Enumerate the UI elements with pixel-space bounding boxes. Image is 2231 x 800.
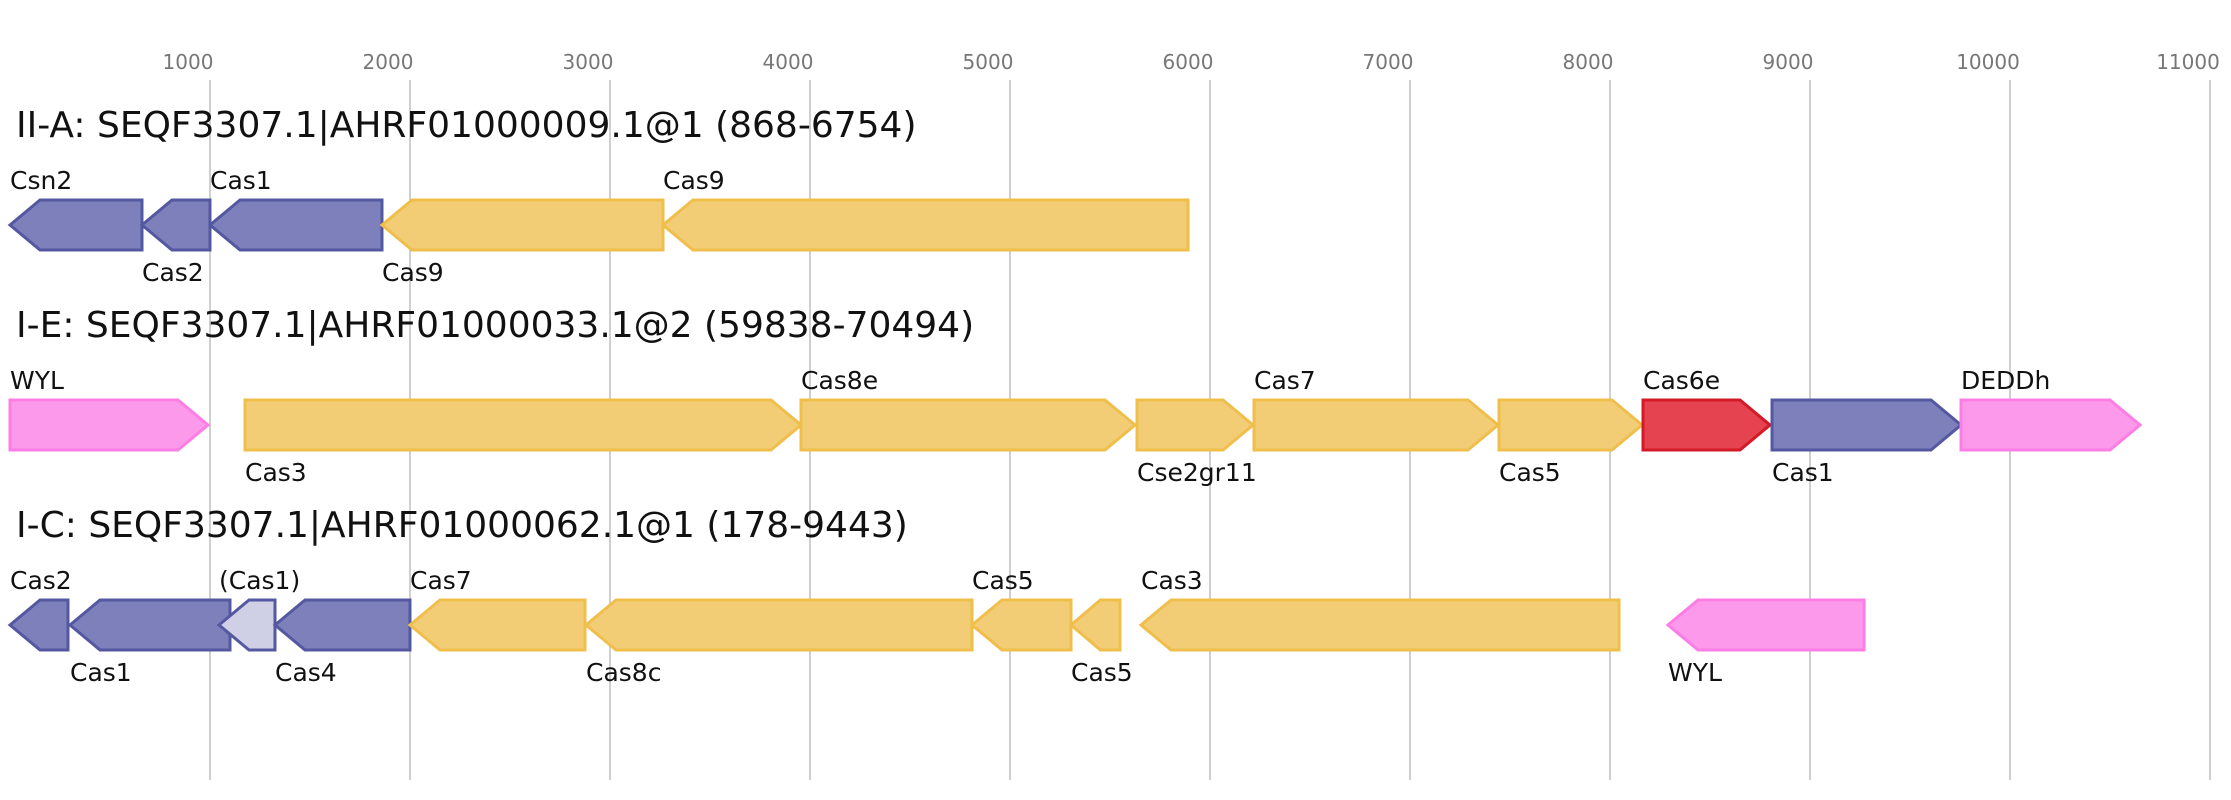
gene-label: Cas6e — [1643, 366, 1720, 395]
tick-label: 11000 — [2156, 50, 2220, 74]
gene-arrow — [379, 198, 665, 252]
gene-arrow-group: Cas9 — [660, 166, 1190, 252]
gene-label: Cas5 — [972, 566, 1034, 595]
gene-arrow — [67, 598, 232, 652]
gene-label: Cas7 — [1254, 366, 1316, 395]
gene-arrow — [139, 198, 212, 252]
gene-label: DEDDh — [1961, 366, 2050, 395]
tick-label: 2000 — [363, 50, 414, 74]
gene-arrow — [583, 598, 974, 652]
tick-label: 8000 — [1563, 50, 1614, 74]
gene-arrow-group: WYL — [8, 366, 211, 452]
gene-label: Cas4 — [275, 658, 337, 687]
gene-arrow-group: Csn2 — [7, 166, 144, 252]
gene-label: Cas1 — [210, 166, 272, 195]
gene-arrow — [1135, 398, 1256, 452]
gene-arrow — [272, 598, 412, 652]
gene-label: WYL — [1668, 658, 1722, 687]
gene-arrow-group: Cas3 — [243, 398, 804, 487]
tick-label: 9000 — [1763, 50, 1814, 74]
gene-arrow — [969, 598, 1073, 652]
gene-label: Cse2gr11 — [1137, 458, 1257, 487]
gene-label: Cas9 — [382, 258, 444, 287]
gene-arrow-group: Cas8c — [583, 598, 974, 687]
locus-2: I-E: SEQF3307.1|AHRF01000033.1@2 (59838-… — [8, 305, 2143, 487]
gene-arrow-group: Cas5 — [1068, 598, 1133, 687]
gene-arrow-group: WYL — [1665, 598, 1866, 687]
gene-label: (Cas1) — [219, 566, 300, 595]
locus-title: II-A: SEQF3307.1|AHRF01000009.1@1 (868-6… — [16, 105, 917, 146]
gene-arrow-group: Cas3 — [1138, 566, 1621, 652]
gene-arrow-group: Cas8e — [799, 366, 1138, 452]
gene-arrow-group: (Cas1) — [216, 566, 300, 652]
tick-label: 5000 — [963, 50, 1014, 74]
gene-arrow — [407, 598, 587, 652]
gene-label: Cas2 — [142, 258, 204, 287]
gene-label: Cas7 — [410, 566, 472, 595]
gene-label: Cas5 — [1499, 458, 1561, 487]
gene-arrow-group: Cas7 — [407, 566, 587, 652]
locus-3: I-C: SEQF3307.1|AHRF01000062.1@1 (178-94… — [7, 505, 1866, 687]
tick-label: 10000 — [1956, 50, 2020, 74]
locus-title: I-C: SEQF3307.1|AHRF01000062.1@1 (178-94… — [16, 505, 908, 546]
gene-arrow-group: Cas4 — [272, 598, 412, 687]
gene-arrow-group: DEDDh — [1959, 366, 2143, 452]
gene-arrow-group: Cas5 — [969, 566, 1073, 652]
gene-label: Cas1 — [70, 658, 132, 687]
gene-arrow — [1497, 398, 1645, 452]
loci: II-A: SEQF3307.1|AHRF01000009.1@1 (868-6… — [7, 105, 2143, 687]
gene-arrow-group: Cas2 — [139, 198, 212, 287]
gene-arrow — [1959, 398, 2143, 452]
gene-arrow — [7, 598, 70, 652]
gene-arrow — [660, 198, 1190, 252]
tick-label: 3000 — [563, 50, 614, 74]
gene-arrow-group: Cas5 — [1497, 398, 1645, 487]
gene-arrow-group: Cas1 — [67, 598, 232, 687]
tick-label: 7000 — [1363, 50, 1414, 74]
locus-1: II-A: SEQF3307.1|AHRF01000009.1@1 (868-6… — [7, 105, 1190, 287]
gene-arrow-group: Cas1 — [1770, 398, 1964, 487]
gene-arrow-group: Cas6e — [1641, 366, 1773, 452]
gene-arrow — [799, 398, 1138, 452]
gene-arrow — [1068, 598, 1122, 652]
gene-label: Cas8c — [586, 658, 661, 687]
gene-arrow-group: Cse2gr11 — [1135, 398, 1257, 487]
gene-label: WYL — [10, 366, 64, 395]
gene-arrow — [1641, 398, 1773, 452]
gene-arrow — [1665, 598, 1866, 652]
gene-arrow-group: Cas1 — [207, 166, 384, 252]
tick-label: 6000 — [1163, 50, 1214, 74]
gene-arrow-group: Cas9 — [379, 198, 665, 287]
gene-label: Cas3 — [1141, 566, 1203, 595]
gene-arrow — [1252, 398, 1501, 452]
gene-label: Cas3 — [245, 458, 307, 487]
gene-label: Cas8e — [801, 366, 878, 395]
gene-arrow — [243, 398, 804, 452]
gene-arrow — [7, 198, 144, 252]
gene-label: Cas9 — [663, 166, 725, 195]
gene-arrow — [1770, 398, 1964, 452]
gene-arrow-group: Cas2 — [7, 566, 72, 652]
gene-label: Cas2 — [10, 566, 72, 595]
gene-label: Cas1 — [1772, 458, 1834, 487]
gene-arrow — [1138, 598, 1621, 652]
tick-label: 4000 — [763, 50, 814, 74]
gene-label: Csn2 — [10, 166, 72, 195]
gene-arrow — [8, 398, 211, 452]
tick-label: 1000 — [163, 50, 214, 74]
locus-title: I-E: SEQF3307.1|AHRF01000033.1@2 (59838-… — [16, 305, 974, 346]
gene-arrow — [207, 198, 384, 252]
gene-arrow-group: Cas7 — [1252, 366, 1501, 452]
gene-label: Cas5 — [1071, 658, 1133, 687]
